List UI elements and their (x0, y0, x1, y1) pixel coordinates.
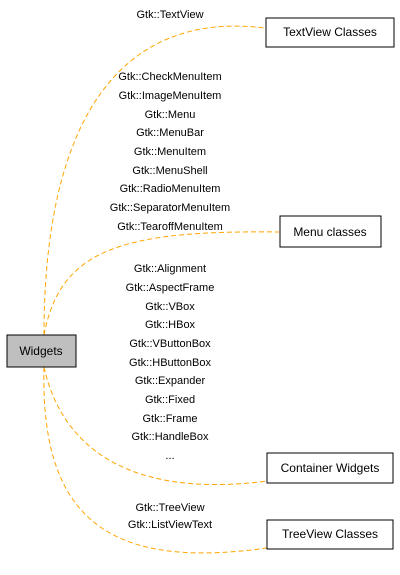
edge-label: Gtk::TextView (136, 9, 203, 21)
edge-label: ... (165, 450, 174, 462)
edge-label: Gtk::AspectFrame (126, 282, 215, 294)
edge-label: Gtk::SeparatorMenuItem (110, 202, 230, 214)
edge-widgets-to-textview (43, 25, 266, 336)
edge-label: Gtk::HButtonBox (129, 357, 211, 369)
edge-label: Gtk::VButtonBox (129, 338, 211, 350)
node-container-widgets-box (266, 452, 394, 484)
edge-labels-treeview: Gtk::TreeView Gtk::ListViewText (128, 502, 212, 531)
edge-label: Gtk::Menu (145, 109, 196, 121)
node-treeview-classes-label: TreeView Classes (282, 527, 378, 541)
node-treeview-classes[interactable]: TreeView Classes (266, 519, 394, 550)
edge-label: Gtk::MenuBar (136, 127, 204, 139)
edge-label: Gtk::Frame (142, 413, 197, 425)
edge-labels-menu: Gtk::CheckMenuItem Gtk::ImageMenuItem Gt… (110, 71, 230, 233)
edge-label: Gtk::MenuShell (132, 165, 207, 177)
edge-labels-container: Gtk::Alignment Gtk::AspectFrame Gtk::VBo… (126, 263, 215, 462)
node-textview-classes-label: TextView Classes (283, 25, 377, 39)
node-menu-classes-label: Menu classes (293, 225, 366, 239)
edge-label: Gtk::HBox (145, 319, 196, 331)
edge-label: Gtk::Expander (135, 375, 206, 387)
edge-label: Gtk::RadioMenuItem (120, 183, 221, 195)
edge-label: Gtk::Fixed (145, 394, 195, 406)
edge-label: Gtk::ImageMenuItem (119, 90, 222, 102)
edge-label: Gtk::ListViewText (128, 519, 212, 531)
node-widgets[interactable]: Widgets (6, 334, 77, 368)
edge-label: Gtk::VBox (145, 301, 195, 313)
edge-widgets-to-menu (43, 231, 280, 336)
node-menu-classes-box (279, 215, 382, 248)
node-container-widgets-label: Container Widgets (281, 461, 380, 475)
node-widgets-box (6, 334, 77, 368)
node-container-widgets[interactable]: Container Widgets (266, 452, 394, 484)
node-textview-classes-box (265, 17, 395, 48)
edge-widgets-to-treeview (43, 366, 268, 554)
edge-label: Gtk::Alignment (134, 263, 206, 275)
edge-label: Gtk::TreeView (135, 502, 204, 514)
edge-labels-textview: Gtk::TextView (136, 9, 203, 21)
edge-label: Gtk::MenuItem (134, 146, 206, 158)
node-treeview-classes-box (266, 519, 394, 550)
edge-widgets-to-container (43, 366, 269, 485)
node-textview-classes[interactable]: TextView Classes (265, 17, 395, 48)
edge-label: Gtk::TearoffMenuItem (117, 221, 223, 233)
edge-label: Gtk::CheckMenuItem (118, 71, 221, 83)
node-widgets-label: Widgets (19, 344, 62, 358)
node-menu-classes[interactable]: Menu classes (279, 215, 382, 248)
edge-label: Gtk::HandleBox (131, 431, 209, 443)
